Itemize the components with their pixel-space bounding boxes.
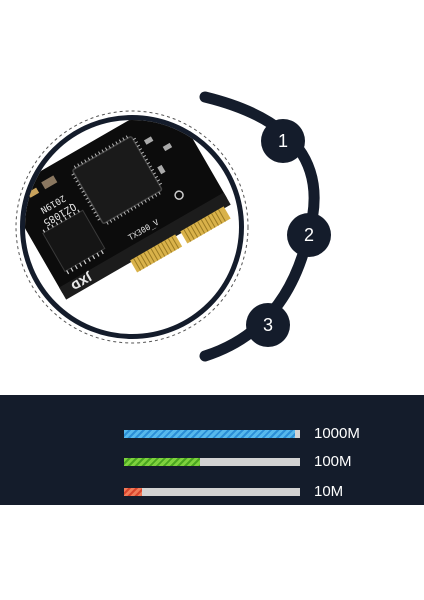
speed-track	[124, 488, 300, 496]
speed-fill-100m	[124, 458, 200, 466]
speed-fill-10m	[124, 488, 142, 496]
speed-label-100m: 100M	[314, 453, 352, 470]
step-badge-2: 2	[287, 213, 331, 257]
gold-contacts	[130, 206, 231, 273]
step-badge-3: 3	[246, 303, 290, 347]
product-hero: 2019N QZ1085 TX300_V JXD 1 2 3	[15, 91, 331, 362]
step-number-2: 2	[303, 224, 314, 245]
speed-label-1000m: 1000M	[314, 425, 360, 442]
step-badge-1: 1	[261, 119, 305, 163]
speed-panel	[0, 395, 424, 505]
speed-row-100m: 100M	[124, 452, 424, 472]
speed-fill-1000m	[124, 430, 295, 438]
network-card-image: 2019N QZ1085 TX300_V JXD	[25, 120, 239, 334]
dashed-ring	[15, 110, 249, 344]
speed-row-10m: 10M	[124, 482, 424, 502]
step-number-3: 3	[262, 314, 273, 335]
speed-track	[124, 430, 300, 438]
step-number-1: 1	[277, 130, 288, 151]
product-illustration: 2019N QZ1085 TX300_V JXD	[15, 91, 320, 362]
speed-row-1000m: 1000M	[124, 424, 424, 444]
speed-track	[124, 458, 300, 466]
speed-label-10m: 10M	[314, 483, 344, 500]
